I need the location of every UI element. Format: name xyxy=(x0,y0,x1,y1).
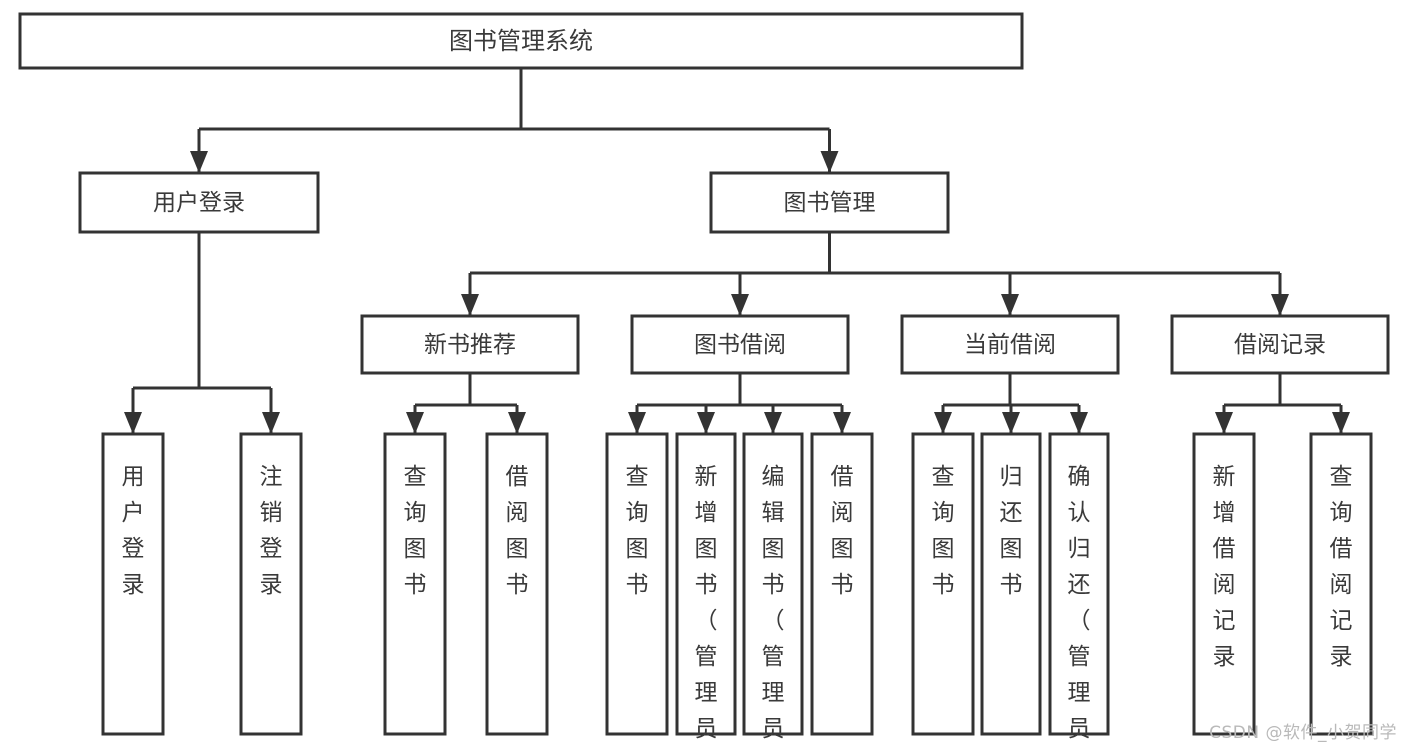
node-leaf-query-book-recommend-box xyxy=(383,432,447,736)
node-leaf-query-borrow-record-box xyxy=(1309,432,1373,736)
arrow-head-icon xyxy=(731,294,749,316)
node-leaf-query-book-current-box xyxy=(911,432,975,736)
node-leaf-confirm-return-label: 确认归还（管理员） xyxy=(1068,464,1091,747)
node-current-borrow-box xyxy=(900,314,1120,375)
arrow-head-icon xyxy=(190,151,208,173)
arrow-head-icon xyxy=(1332,412,1350,434)
node-leaf-borrow-book-box xyxy=(810,432,874,736)
node-leaf-add-borrow-record[interactable]: 新增借阅记录 xyxy=(1192,432,1256,736)
node-leaf-user-login[interactable]: 用户登录 xyxy=(101,432,165,736)
arrow-head-icon xyxy=(1271,294,1289,316)
node-current-borrow[interactable]: 当前借阅 xyxy=(900,314,1120,375)
node-user-login-box xyxy=(78,171,320,234)
node-new-book-recommend-box xyxy=(360,314,580,375)
node-leaf-query-borrow-record-label: 查询借阅记录 xyxy=(1330,464,1353,670)
arrow-head-icon xyxy=(833,412,851,434)
node-leaf-query-book-borrow-box xyxy=(605,432,669,736)
arrow-head-icon xyxy=(820,151,839,173)
node-leaf-borrow-book[interactable]: 借阅图书 xyxy=(810,432,874,736)
arrow-head-icon xyxy=(1002,412,1020,434)
arrow-head-icon xyxy=(1215,412,1233,434)
arrow-head-icon xyxy=(934,412,952,434)
arrow-head-icon xyxy=(406,412,424,434)
node-leaf-logout[interactable]: 注销登录 xyxy=(239,432,303,736)
node-leaf-query-book-borrow[interactable]: 查询图书 xyxy=(605,432,669,736)
node-leaf-add-borrow-record-label: 新增借阅记录 xyxy=(1213,464,1236,670)
node-leaf-borrow-book-recommend-box xyxy=(485,432,549,736)
node-leaf-confirm-return-box xyxy=(1048,432,1110,736)
node-leaf-return-book-label: 归还图书 xyxy=(1000,464,1023,598)
node-leaf-query-book-current[interactable]: 查询图书 xyxy=(911,432,975,736)
node-leaf-edit-book[interactable]: 编辑图书（管理员） xyxy=(742,432,804,747)
arrow-head-icon xyxy=(1001,294,1019,316)
arrow-head-icon xyxy=(697,412,715,434)
node-leaf-edit-book-label: 编辑图书（管理员） xyxy=(762,464,785,747)
arrow-head-icon xyxy=(461,294,479,316)
node-user-login-label: 用户登录 xyxy=(153,190,245,216)
node-leaf-return-book[interactable]: 归还图书 xyxy=(980,432,1042,736)
node-leaf-query-borrow-record[interactable]: 查询借阅记录 xyxy=(1309,432,1373,736)
node-root-root[interactable]: 图书管理系统 xyxy=(18,12,1024,70)
arrow-head-icon xyxy=(124,412,142,434)
node-borrow-record[interactable]: 借阅记录 xyxy=(1170,314,1390,375)
node-leaf-logout-label: 注销登录 xyxy=(260,464,283,598)
node-leaf-edit-book-box xyxy=(742,432,804,736)
node-borrow-record-label: 借阅记录 xyxy=(1234,332,1326,358)
node-leaf-borrow-book-label: 借阅图书 xyxy=(831,464,854,598)
node-new-book-recommend-label: 新书推荐 xyxy=(424,332,516,358)
node-user-login[interactable]: 用户登录 xyxy=(78,171,320,234)
node-leaf-query-book-borrow-label: 查询图书 xyxy=(626,464,649,598)
node-current-borrow-label: 当前借阅 xyxy=(964,332,1056,358)
node-book-manage-label: 图书管理 xyxy=(784,190,876,216)
node-leaf-add-book[interactable]: 新增图书（管理员） xyxy=(675,432,737,747)
arrow-head-icon xyxy=(508,412,526,434)
node-root-root-box xyxy=(18,12,1024,70)
node-book-borrow[interactable]: 图书借阅 xyxy=(630,314,850,375)
arrow-head-icon xyxy=(628,412,646,434)
node-new-book-recommend[interactable]: 新书推荐 xyxy=(360,314,580,375)
node-book-borrow-label: 图书借阅 xyxy=(694,332,786,358)
arrow-head-icon xyxy=(1070,412,1088,434)
node-leaf-query-book-recommend-label: 查询图书 xyxy=(404,464,427,598)
arrow-head-icon xyxy=(262,412,280,434)
node-leaf-add-book-box xyxy=(675,432,737,736)
arrow-head-icon xyxy=(764,412,782,434)
node-leaf-borrow-book-recommend[interactable]: 借阅图书 xyxy=(485,432,549,736)
node-leaf-confirm-return[interactable]: 确认归还（管理员） xyxy=(1048,432,1110,747)
node-leaf-query-book-recommend[interactable]: 查询图书 xyxy=(383,432,447,736)
node-leaf-query-book-current-label: 查询图书 xyxy=(932,464,955,598)
node-leaf-return-book-box xyxy=(980,432,1042,736)
node-book-manage-box xyxy=(709,171,950,234)
node-leaf-borrow-book-recommend-label: 借阅图书 xyxy=(506,464,529,598)
node-leaf-user-login-label: 用户登录 xyxy=(122,464,145,598)
node-leaf-logout-box xyxy=(239,432,303,736)
node-root-root-label: 图书管理系统 xyxy=(449,27,593,55)
node-book-borrow-box xyxy=(630,314,850,375)
node-borrow-record-box xyxy=(1170,314,1390,375)
node-book-manage[interactable]: 图书管理 xyxy=(709,171,950,234)
node-leaf-add-borrow-record-box xyxy=(1192,432,1256,736)
node-leaf-user-login-box xyxy=(101,432,165,736)
connector-links-layer xyxy=(124,68,1350,434)
node-leaf-add-book-label: 新增图书（管理员） xyxy=(695,464,718,747)
diagram-nodes-layer: 图书管理系统用户登录图书管理新书推荐图书借阅当前借阅借阅记录用户登录注销登录查询… xyxy=(18,12,1390,747)
